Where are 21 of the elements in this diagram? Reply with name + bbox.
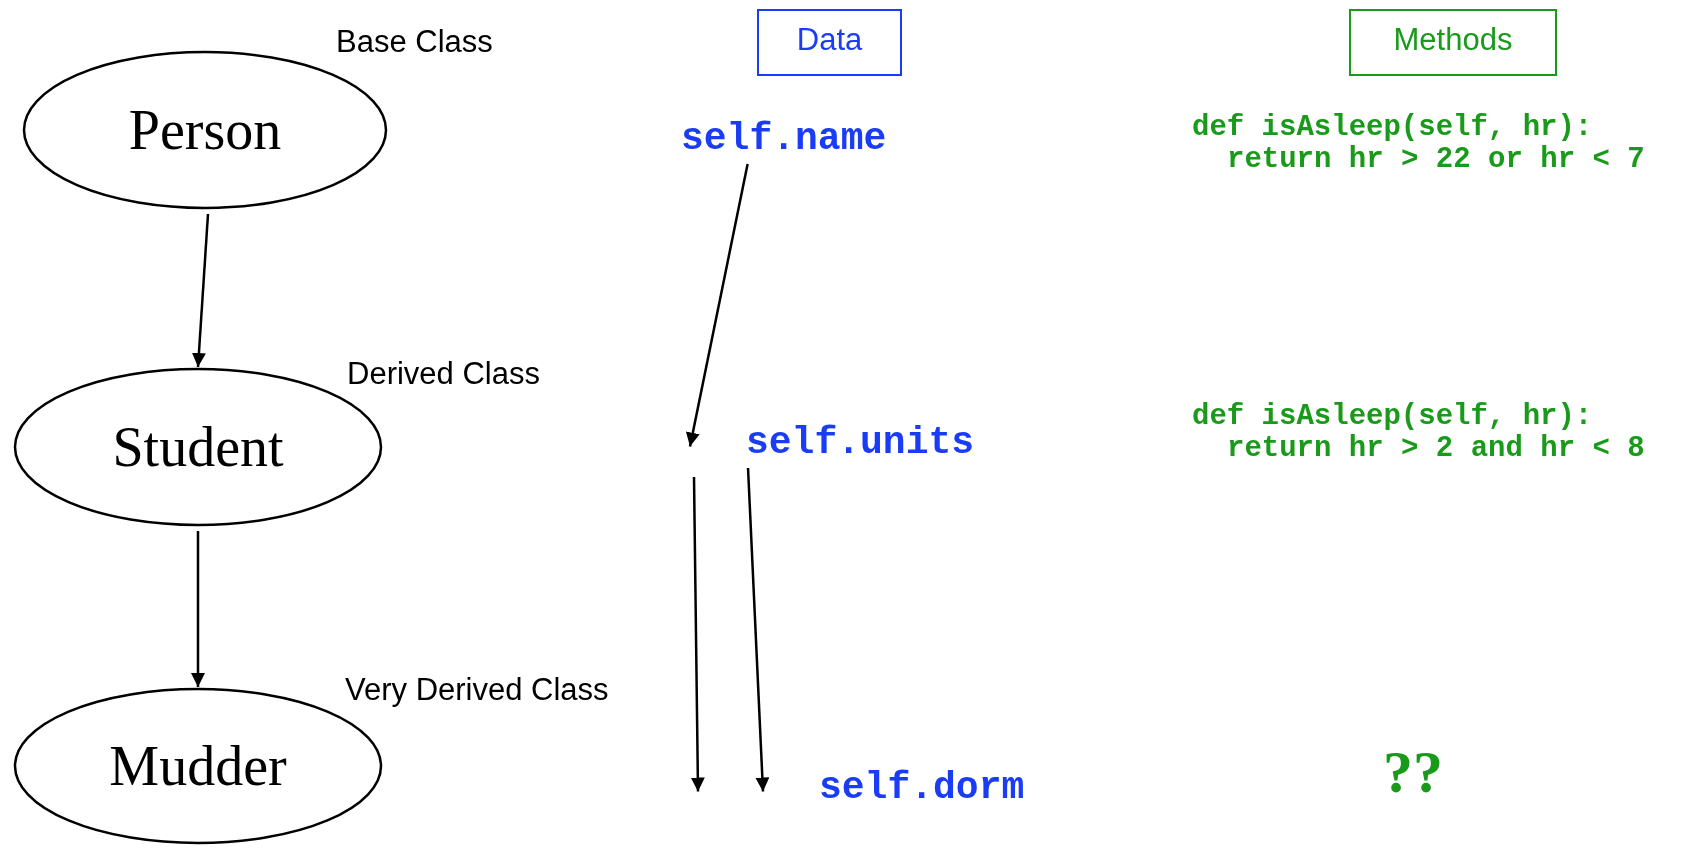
- attribute-name: self.name: [681, 117, 887, 160]
- arrow: [685, 163, 749, 447]
- code-line: def isAsleep(self, hr):: [1192, 400, 1593, 433]
- unknown-method-mark: ??: [1383, 738, 1443, 807]
- attribute-name: self.units: [746, 421, 975, 464]
- code-line: return hr > 2 and hr < 8: [1226, 432, 1645, 465]
- attribute-name: self.dorm: [819, 766, 1025, 809]
- column-heading: Data: [757, 9, 902, 76]
- arrow: [191, 213, 210, 368]
- class-role-label: Very Derived Class: [345, 672, 609, 708]
- arrow: [191, 531, 205, 687]
- column-heading: Methods: [1349, 9, 1557, 76]
- arrow: [690, 477, 705, 792]
- class-name: Person: [128, 98, 282, 162]
- arrow: [746, 467, 770, 792]
- class-role-label: Base Class: [336, 24, 493, 60]
- class-name: Mudder: [109, 734, 287, 798]
- class-role-label: Derived Class: [347, 356, 540, 392]
- class-name: Student: [112, 415, 284, 479]
- code-line: def isAsleep(self, hr):: [1192, 111, 1593, 144]
- code-line: return hr > 22 or hr < 7: [1226, 143, 1645, 176]
